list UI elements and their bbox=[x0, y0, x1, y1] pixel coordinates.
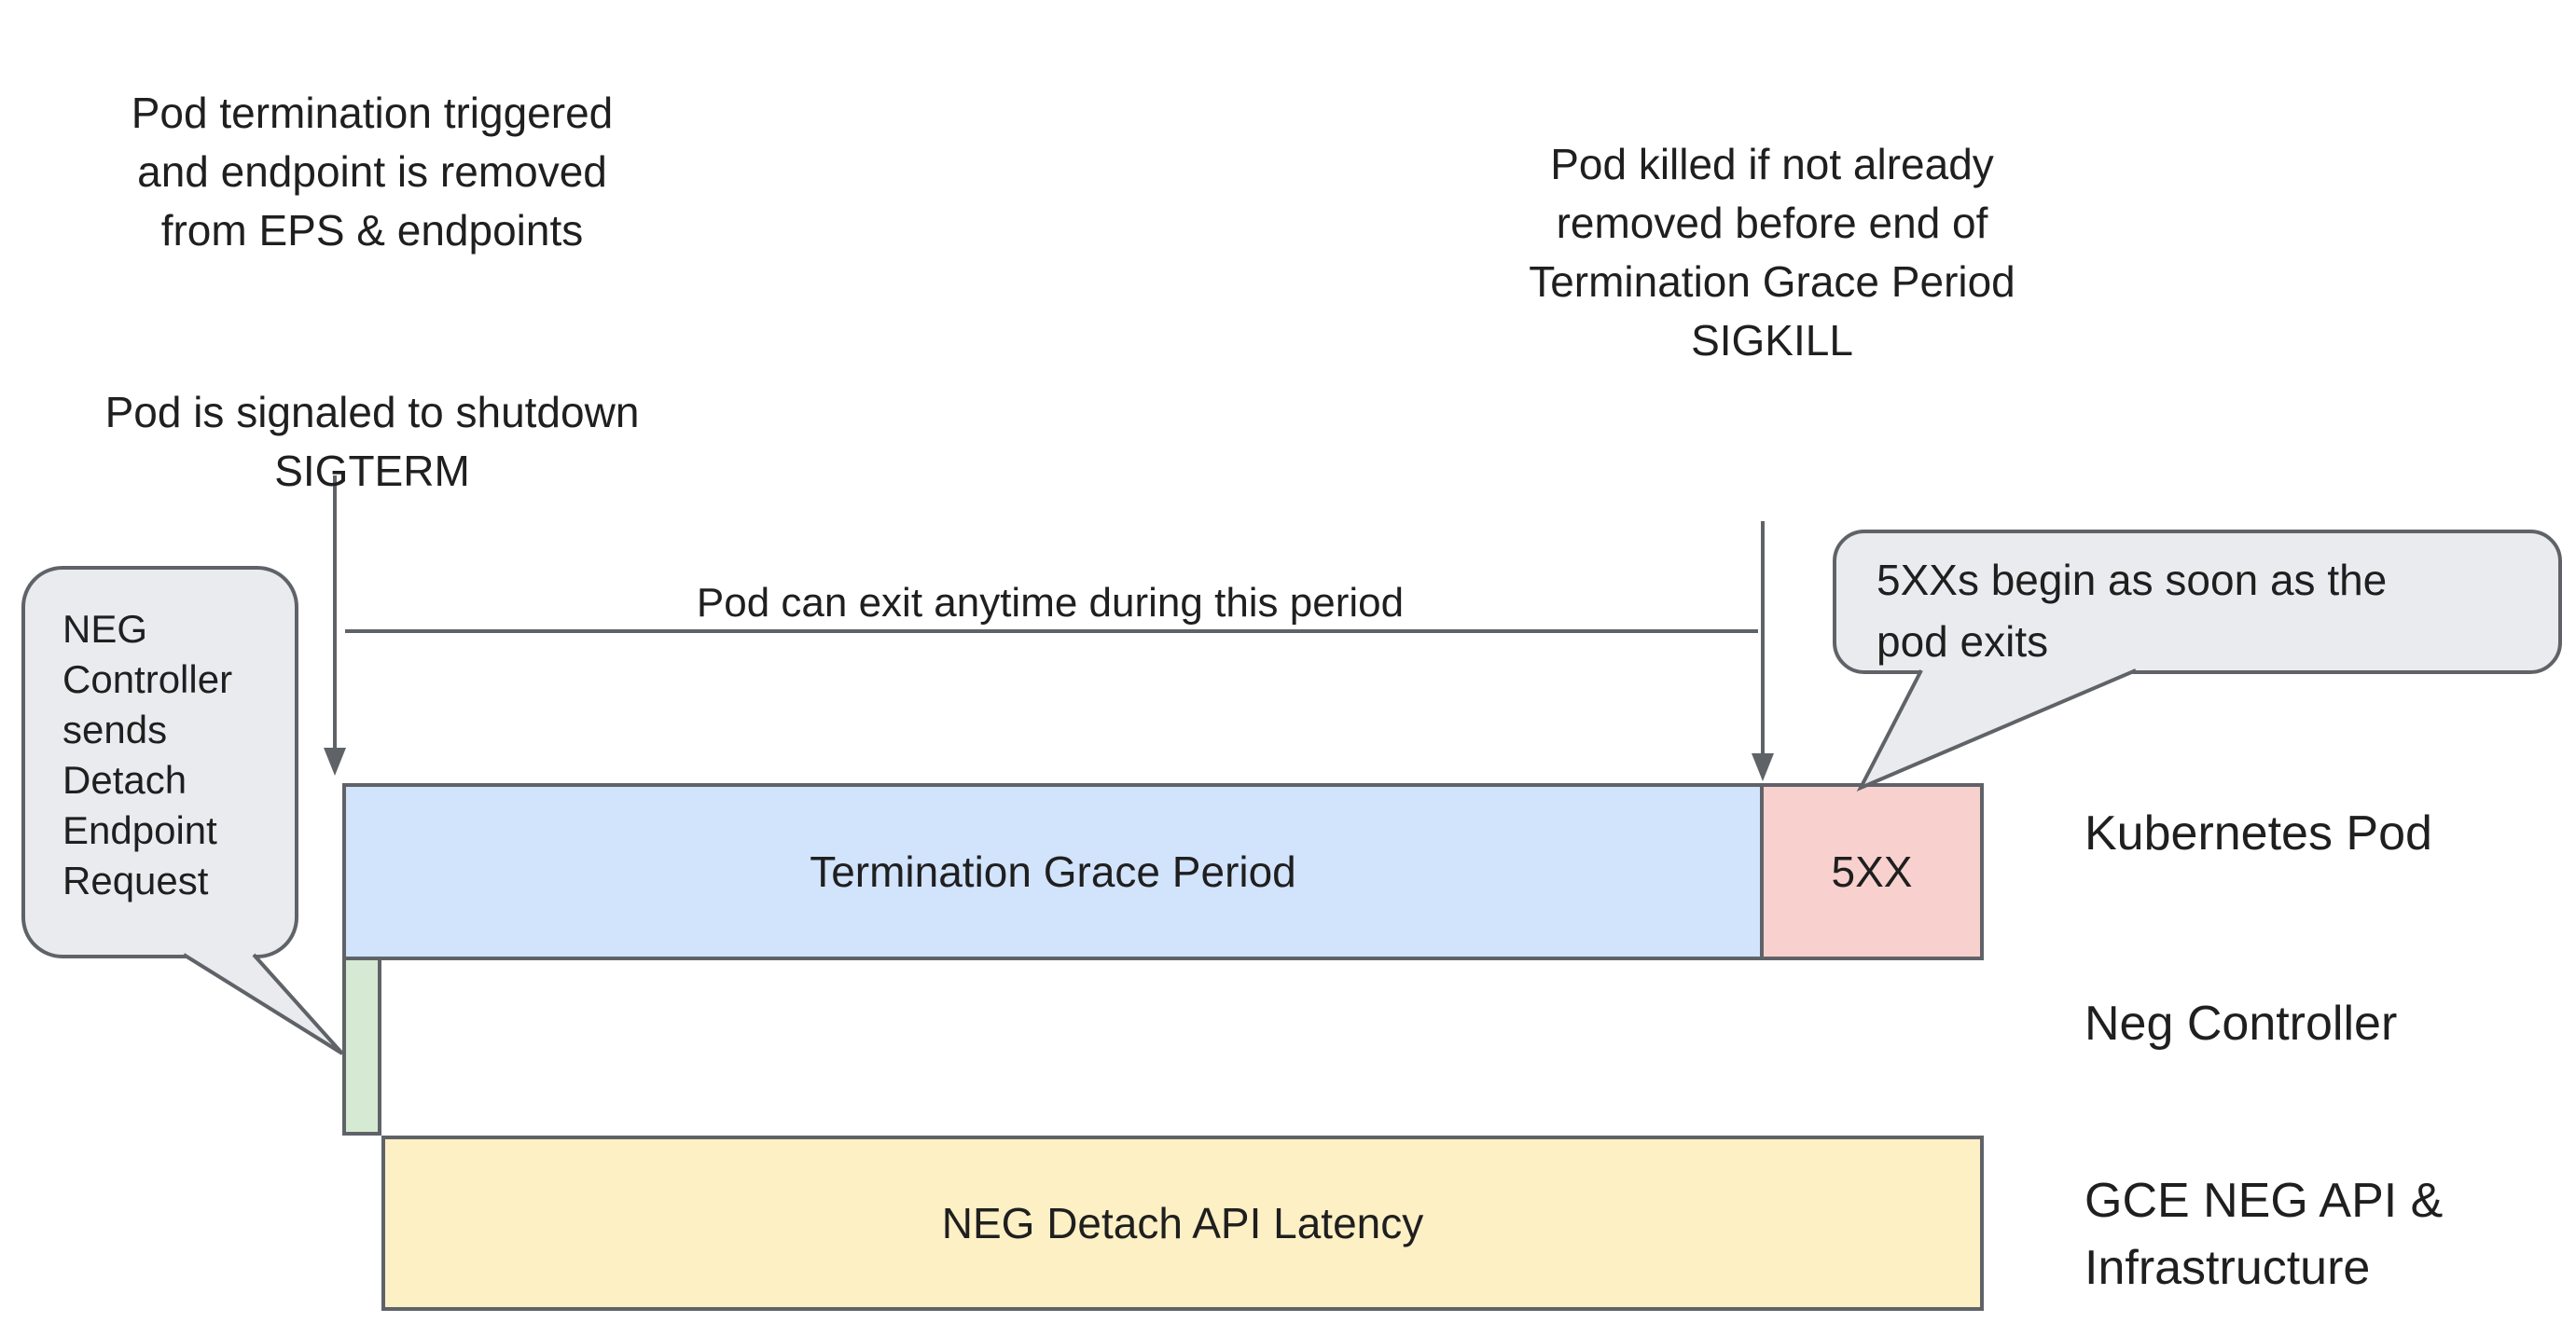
bar-termination-grace-period-label: Termination Grace Period bbox=[810, 847, 1296, 896]
bar-neg-detach-api-latency: NEG Detach API Latency bbox=[381, 1136, 1984, 1311]
arrowhead-icon bbox=[1752, 753, 1774, 781]
bar-5xx-errors: 5XX bbox=[1760, 783, 1984, 960]
annotation-pod-termination: Pod termination triggered and endpoint i… bbox=[27, 25, 717, 559]
arrowhead-icon bbox=[324, 748, 346, 776]
exit-period-label: Pod can exit anytime during this period bbox=[696, 580, 1405, 626]
sigkill-down-arrow bbox=[1752, 521, 1774, 781]
annotation-sigkill: Pod killed if not already removed before… bbox=[1529, 140, 2015, 365]
lane-label-neg-controller: Neg Controller bbox=[2084, 997, 2398, 1051]
bar-termination-grace-period: Termination Grace Period bbox=[342, 783, 1764, 960]
bar-neg-detach-request bbox=[342, 957, 381, 1136]
lane-label-gce-neg-api: GCE NEG API & Infrastructure bbox=[2084, 1174, 2444, 1295]
callout-tail bbox=[1856, 668, 2137, 792]
callout-tail bbox=[182, 953, 344, 1055]
annotation-termination-trigger: Pod termination triggered and endpoint i… bbox=[131, 89, 614, 255]
annotation-sigterm: Pod is signaled to shutdown SIGTERM bbox=[104, 388, 640, 495]
bar-neg-detach-api-latency-label: NEG Detach API Latency bbox=[941, 1199, 1424, 1247]
callout-5xx-begin-text: 5XXs begin as soon as the pod exits bbox=[1877, 556, 2388, 666]
bar-5xx-label: 5XX bbox=[1831, 847, 1913, 896]
callout-neg-controller-text: NEG Controller sends Detach Endpoint Req… bbox=[62, 607, 233, 902]
lane-label-kubernetes-pod: Kubernetes Pod bbox=[2084, 806, 2432, 861]
